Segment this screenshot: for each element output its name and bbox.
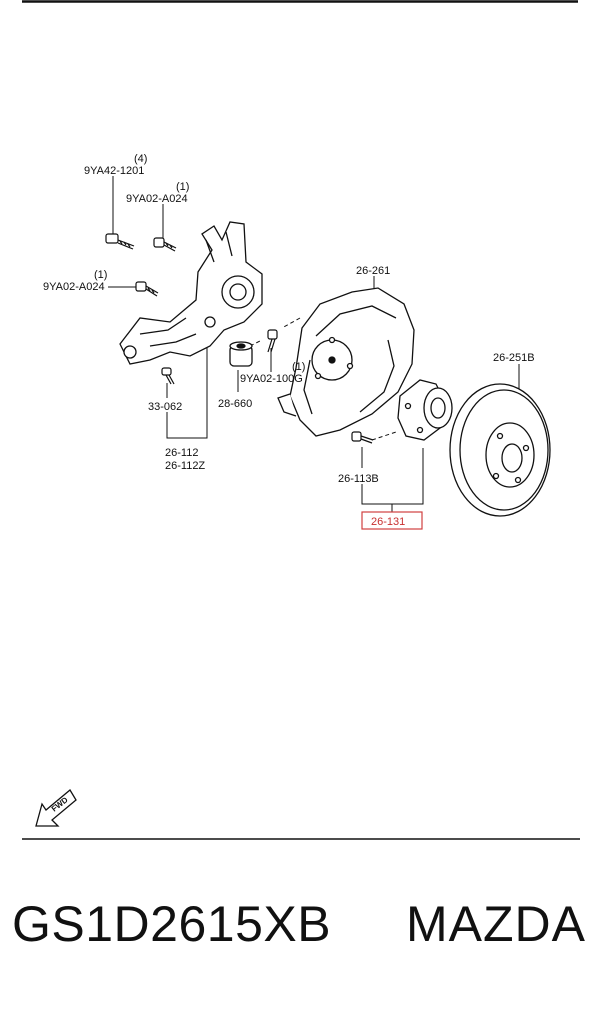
- dust-shield-part: [277, 287, 415, 437]
- callout-hub-assembly: 26-131: [371, 516, 405, 528]
- brand-name: MAZDA: [406, 896, 586, 952]
- callout-bolt-b-qty: (1): [94, 269, 107, 281]
- callout-bolt-top: 9YA42-1201: [84, 165, 144, 177]
- fwd-arrow-icon: FWD: [35, 789, 77, 827]
- callout-rotor: 26-251B: [493, 352, 535, 364]
- highlight-box: [361, 511, 423, 530]
- callout-hub-bolt: 26-113B: [338, 473, 379, 485]
- callout-knuckle-1: 26-112: [165, 447, 198, 459]
- knuckle-part: [119, 221, 263, 365]
- bolt-9ya02-a024-lower: [135, 281, 159, 297]
- footer: GS1D2615XB MAZDA: [0, 895, 600, 975]
- callout-bolt-c: 9YA02-100G: [240, 373, 303, 385]
- callout-bolt-a: 9YA02-A024: [126, 193, 188, 205]
- hub-assembly-part: [397, 379, 453, 441]
- leader-lines: [108, 176, 520, 512]
- bolt-33-062: [161, 367, 175, 385]
- bolt-9ya42-1201: [105, 233, 135, 250]
- part-number: GS1D2615XB: [12, 896, 332, 952]
- bolt-9ya02-a024-upper: [153, 237, 177, 252]
- callout-link-bolt: 33-062: [148, 401, 182, 413]
- callout-bolt-a-qty: (1): [176, 181, 189, 193]
- callout-knuckle-2: 26-112Z: [165, 460, 205, 472]
- bolt-9ya02-100g: [267, 329, 278, 353]
- callout-shield: 26-261: [356, 265, 390, 277]
- callout-labels: (4) 9YA42-1201 (1) 9YA02-A024 (1) 9YA02-…: [43, 153, 535, 528]
- brake-rotor-part: [449, 383, 551, 517]
- callout-bolt-top-qty: (4): [134, 153, 147, 165]
- callout-bolt-c-qty: (1): [292, 361, 305, 373]
- callout-bushing: 28-660: [218, 398, 252, 410]
- bushing-part: [229, 341, 253, 367]
- bolt-26-113b: [351, 431, 374, 444]
- callout-bolt-b: 9YA02-A024: [43, 281, 105, 293]
